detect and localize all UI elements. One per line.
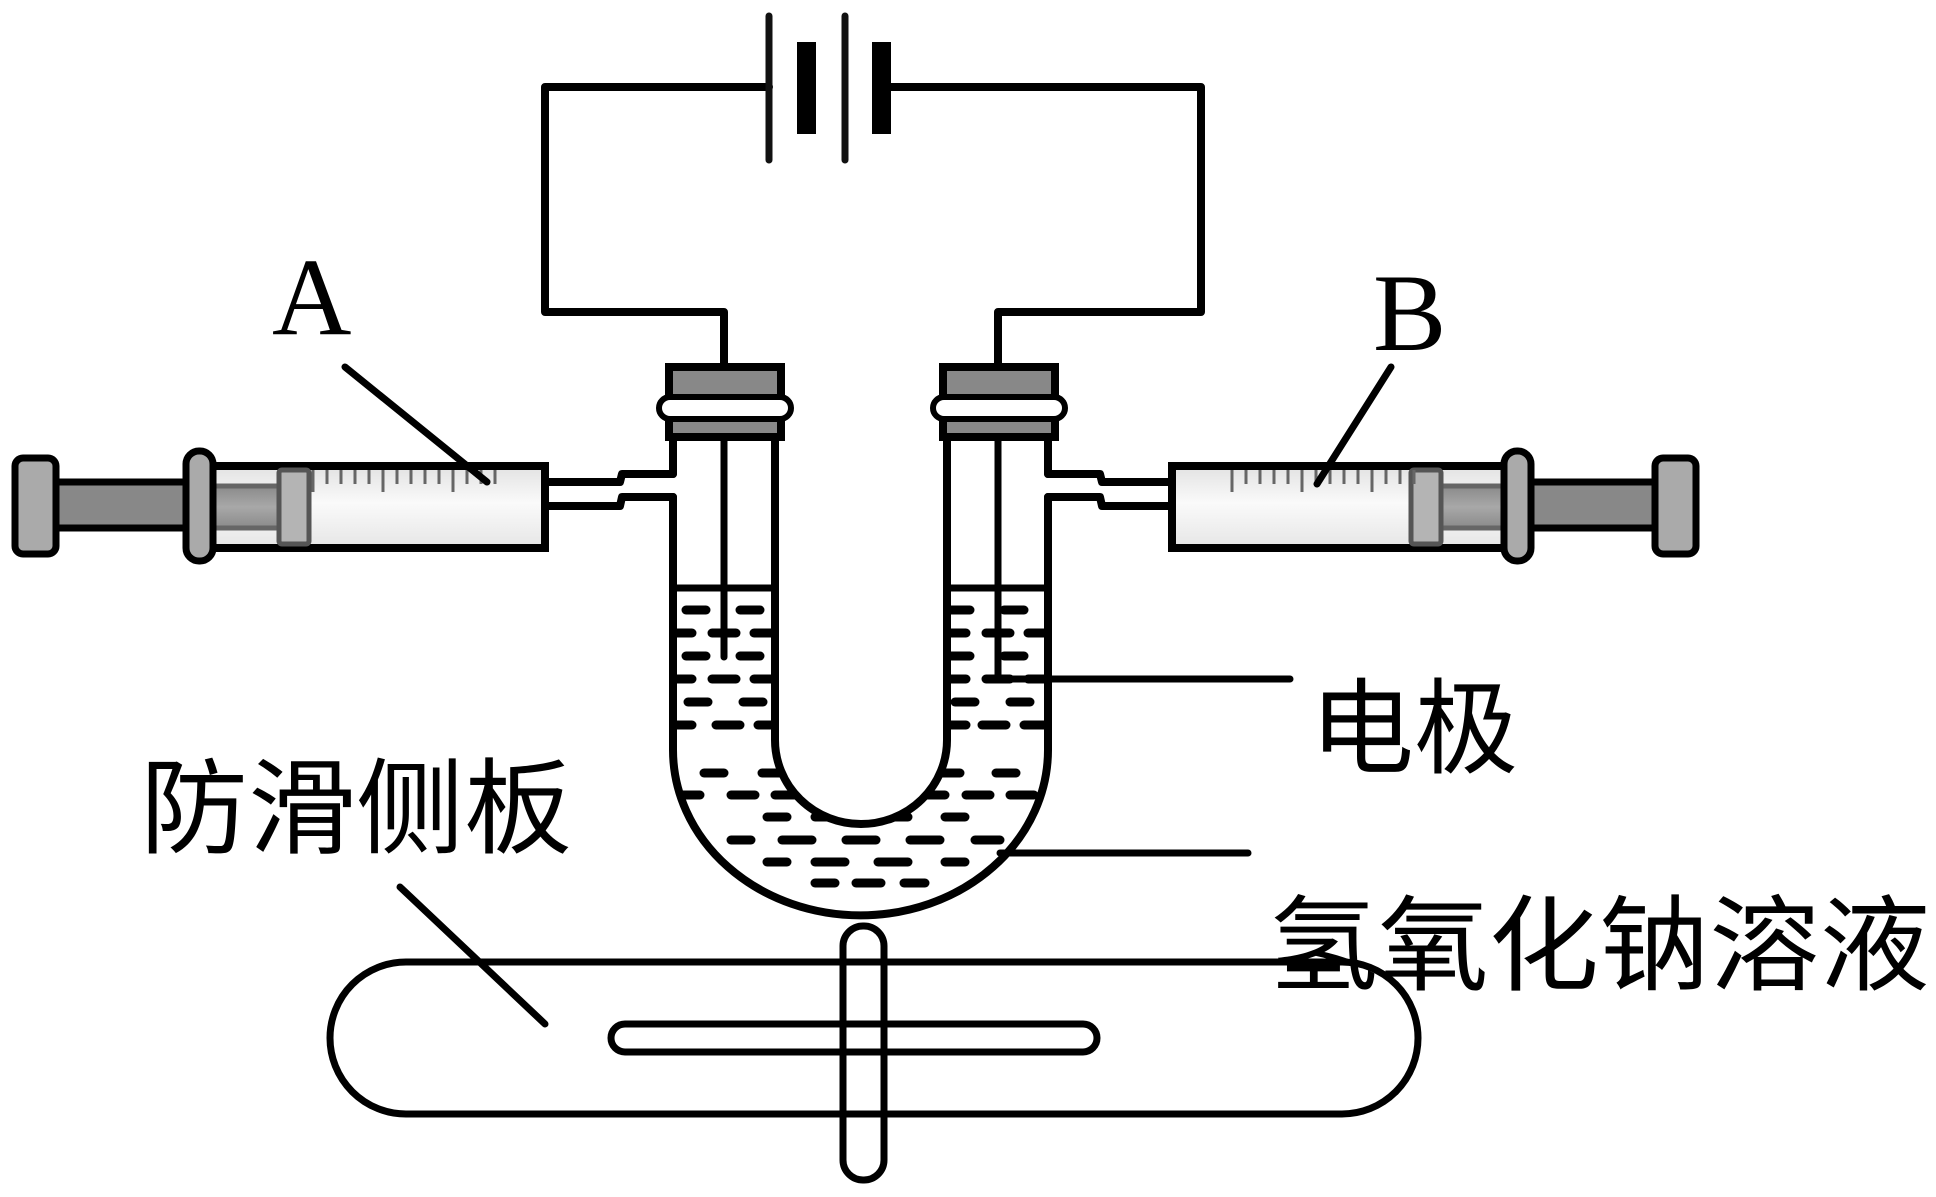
label-solution: 氢氧化钠溶液: [1268, 885, 1930, 1007]
label-anti-slip-board: 防滑侧板: [140, 748, 572, 870]
circuit-wire: [541, 83, 1205, 370]
piston: [1408, 467, 1444, 547]
label-b: B: [1373, 252, 1446, 374]
battery-icon: [765, 12, 891, 164]
label-a: A: [272, 236, 351, 358]
scale-ticks: [1230, 470, 1416, 492]
label-electrode: 电极: [1310, 668, 1518, 790]
thumb-rest: [11, 454, 60, 558]
anti-slip-side-board: [326, 922, 1422, 1184]
leader-line-b: [1313, 363, 1395, 488]
finger-flange: [182, 447, 217, 565]
syringe-b[interactable]: [1168, 447, 1700, 565]
rubber-stopper-left: [656, 363, 794, 441]
thumb-rest: [1651, 454, 1700, 558]
electrode-right: [994, 433, 1294, 683]
sodium-hydroxide-solution: [677, 605, 1044, 888]
plunger-rod: [1522, 478, 1659, 532]
u-tube: [541, 433, 1176, 920]
rubber-stopper-right: [930, 363, 1068, 441]
plunger-rod: [52, 478, 192, 532]
leader-line-a: [341, 363, 491, 486]
leader-line-board: [396, 883, 549, 1028]
piston: [276, 467, 312, 547]
scale-ticks: [311, 470, 497, 492]
syringe-a[interactable]: [11, 447, 549, 565]
finger-flange: [1500, 447, 1535, 565]
